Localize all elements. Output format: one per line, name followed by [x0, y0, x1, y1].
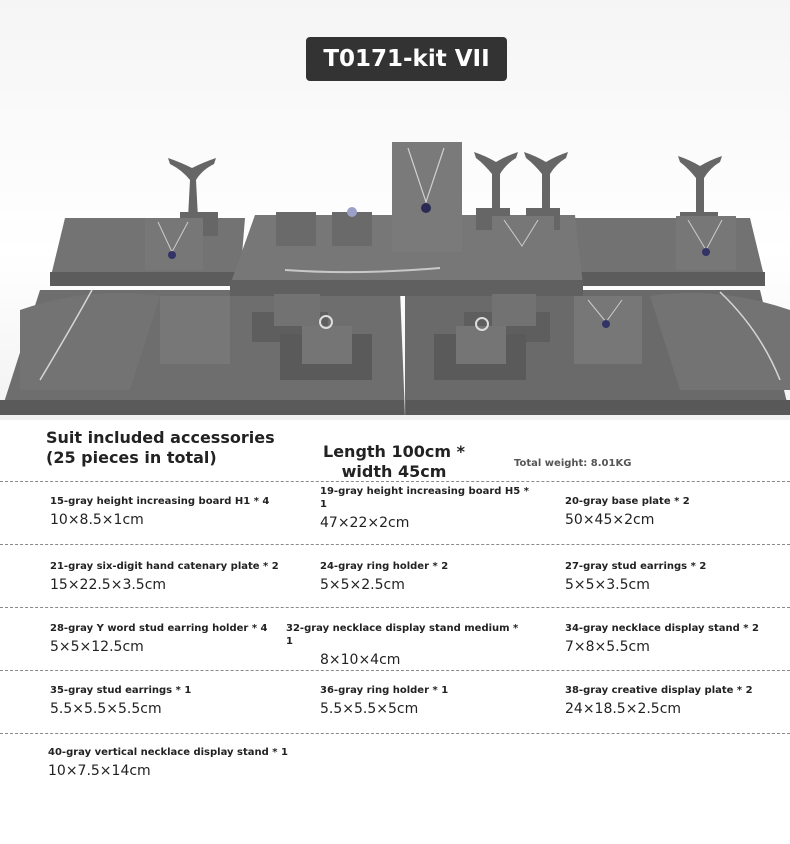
total-weight: Total weight: 8.01KG	[514, 458, 632, 469]
catenary-plate-left	[20, 293, 160, 390]
item-size: 10×7.5×14cm	[48, 763, 151, 779]
item-size: 47×22×2cm	[320, 515, 410, 531]
item-name: 27-gray stud earrings * 2	[565, 561, 707, 572]
item-size: 5×5×12.5cm	[50, 639, 144, 655]
spec-item: 20-gray base plate * 2 50×45×2cm	[565, 495, 765, 528]
spec-item: 32-gray necklace display stand medium * …	[286, 622, 526, 668]
spec-item: 21-gray six-digit hand catenary plate * …	[50, 560, 300, 593]
spec-item: 38-gray creative display plate * 2 24×18…	[565, 684, 785, 717]
kit-dimensions: Length 100cm * width 45cm	[323, 442, 465, 481]
item-size: 7×8×5.5cm	[565, 639, 650, 655]
product-photo: T0171-kit VII	[0, 0, 790, 420]
product-title-badge: T0171-kit VII	[306, 37, 507, 81]
item-name: 38-gray creative display plate * 2	[565, 685, 753, 696]
item-name: 40-gray vertical necklace display stand …	[48, 747, 288, 758]
display-set-illustration	[0, 142, 790, 415]
item-name: 28-gray Y word stud earring holder * 4	[50, 623, 268, 634]
spec-item: 24-gray ring holder * 2 5×5×2.5cm	[320, 560, 540, 593]
spec-item: 28-gray Y word stud earring holder * 4 5…	[50, 622, 300, 655]
divider	[0, 607, 790, 608]
item-name: 20-gray base plate * 2	[565, 496, 690, 507]
item-size: 10×8.5×1cm	[50, 512, 144, 528]
spec-item: 36-gray ring holder * 1 5.5×5.5×5cm	[320, 684, 540, 717]
item-name: 21-gray six-digit hand catenary plate * …	[50, 561, 279, 572]
item-name: 36-gray ring holder * 1	[320, 685, 449, 696]
item-size: 5.5×5.5×5.5cm	[50, 701, 162, 717]
item-size: 8×10×4cm	[320, 652, 401, 668]
item-size: 5.5×5.5×5cm	[320, 701, 419, 717]
item-size: 50×45×2cm	[565, 512, 655, 528]
item-size: 5×5×2.5cm	[320, 577, 405, 593]
spec-item: 27-gray stud earrings * 2 5×5×3.5cm	[565, 560, 765, 593]
item-size: 15×22.5×3.5cm	[50, 577, 167, 593]
divider	[0, 733, 790, 734]
spec-item: 15-gray height increasing board H1 * 4 1…	[50, 495, 300, 528]
spec-item: 19-gray height increasing board H5 * 1 4…	[320, 485, 530, 531]
vertical-necklace-stand	[392, 142, 462, 252]
item-name: 24-gray ring holder * 2	[320, 561, 449, 572]
item-size: 24×18.5×2.5cm	[565, 701, 682, 717]
item-name: 15-gray height increasing board H1 * 4	[50, 496, 270, 507]
catenary-plate-right	[650, 293, 790, 390]
divider	[0, 481, 790, 482]
item-name: 35-gray stud earrings * 1	[50, 685, 192, 696]
item-name: 19-gray height increasing board H5 * 1	[320, 486, 529, 510]
item-name: 32-gray necklace display stand medium * …	[286, 623, 519, 647]
suit-included-heading: Suit included accessories (25 pieces in …	[46, 428, 275, 467]
divider	[0, 670, 790, 671]
spec-item: 34-gray necklace display stand * 2 7×8×5…	[565, 622, 785, 655]
item-name: 34-gray necklace display stand * 2	[565, 623, 759, 634]
divider	[0, 544, 790, 545]
spec-item: 40-gray vertical necklace display stand …	[48, 746, 328, 779]
spec-item: 35-gray stud earrings * 1 5.5×5.5×5.5cm	[50, 684, 300, 717]
item-size: 5×5×3.5cm	[565, 577, 650, 593]
